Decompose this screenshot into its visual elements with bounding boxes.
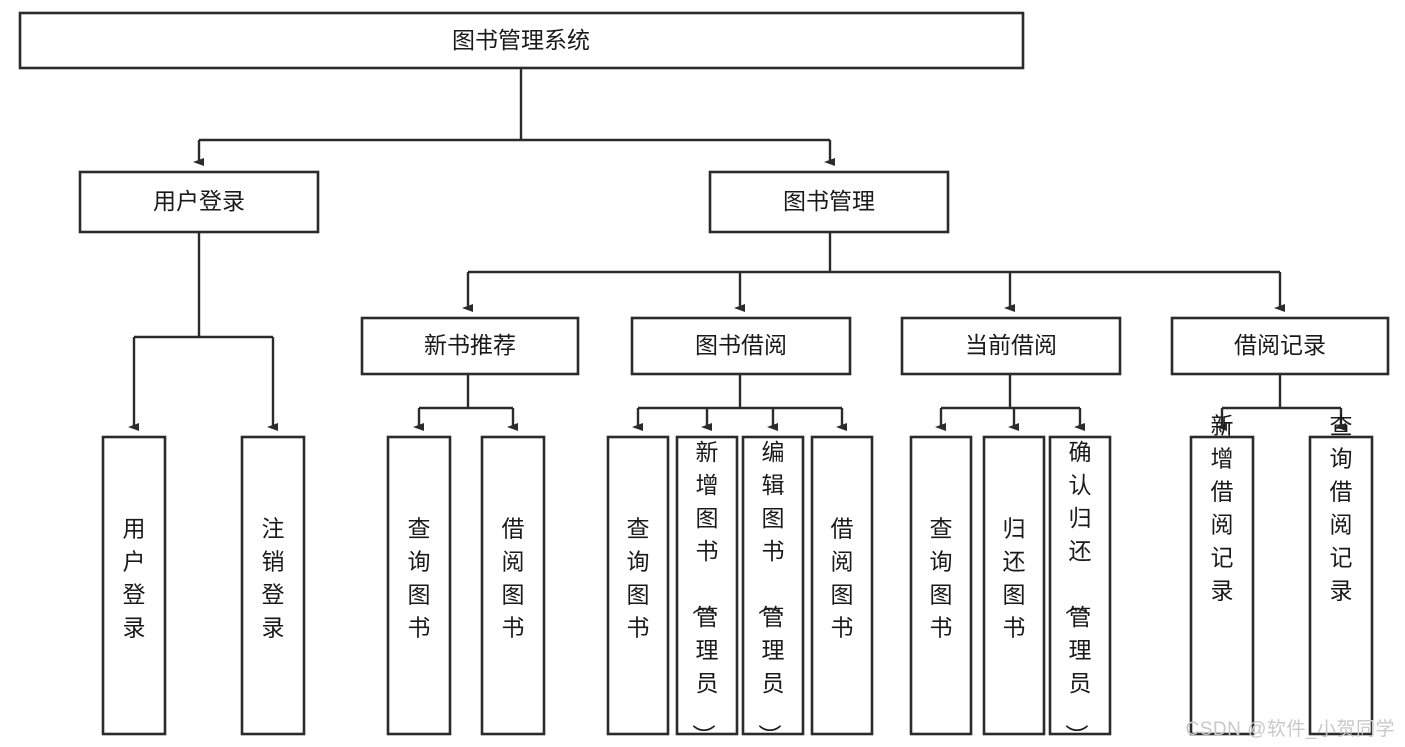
node-leaf-borrow-book-br[interactable]: 借阅图书 [810, 435, 874, 736]
node-leaf-confirm-return[interactable]: 确认归还（管理员） [1048, 435, 1112, 747]
node-leaf-logout-box[interactable] [240, 435, 306, 736]
node-leaf-user-login-label: 用户登录 [123, 516, 146, 641]
node-new-book-rec-box[interactable] [360, 316, 580, 376]
node-leaf-query-record-label: 查询借阅记录 [1330, 413, 1353, 604]
node-borrow-record[interactable]: 借阅记录 [1170, 316, 1390, 376]
node-leaf-user-login[interactable]: 用户登录 [101, 435, 167, 736]
node-book-manage-label: 图书管理 [783, 188, 875, 214]
node-root[interactable]: 图书管理系统 [18, 11, 1025, 70]
node-book-borrow-box[interactable] [630, 316, 852, 376]
node-borrow-record-label: 借阅记录 [1234, 332, 1326, 358]
connector-group [128, 68, 1346, 431]
node-leaf-query-book-br-box[interactable] [606, 435, 670, 736]
node-leaf-add-book-box[interactable] [675, 435, 739, 736]
node-leaf-return-book[interactable]: 归还图书 [982, 435, 1046, 736]
node-leaf-add-record[interactable]: 新增借阅记录 [1189, 413, 1255, 736]
node-leaf-borrow-book-rec[interactable]: 借阅图书 [480, 435, 546, 736]
node-leaf-return-book-label: 归还图书 [1003, 516, 1026, 641]
node-leaf-add-record-label: 新增借阅记录 [1211, 413, 1234, 604]
node-leaf-query-book-rec-box[interactable] [386, 435, 452, 736]
node-leaf-user-login-box[interactable] [101, 435, 167, 736]
node-user-login-label: 用户登录 [153, 188, 245, 214]
node-new-book-rec-label: 新书推荐 [424, 332, 516, 358]
node-leaf-borrow-book-rec-label: 借阅图书 [502, 516, 525, 641]
node-user-login[interactable]: 用户登录 [78, 170, 320, 234]
node-leaf-confirm-return-box[interactable] [1048, 435, 1112, 736]
node-borrow-record-box[interactable] [1170, 316, 1390, 376]
node-leaf-query-record[interactable]: 查询借阅记录 [1308, 413, 1374, 736]
node-leaf-query-book-cb-box[interactable] [909, 435, 973, 736]
node-book-manage-box[interactable] [708, 170, 950, 234]
node-leaf-logout[interactable]: 注销登录 [240, 435, 306, 736]
node-leaf-query-book-cb-label: 查询图书 [930, 516, 953, 641]
node-leaf-add-book[interactable]: 新增图书（管理员） [675, 435, 739, 747]
node-leaf-borrow-book-br-label: 借阅图书 [831, 516, 854, 641]
node-new-book-rec[interactable]: 新书推荐 [360, 316, 580, 376]
node-book-manage[interactable]: 图书管理 [708, 170, 950, 234]
node-leaf-borrow-book-rec-box[interactable] [480, 435, 546, 736]
node-leaf-add-book-label: 新增图书（管理员） [691, 439, 719, 747]
node-root-label: 图书管理系统 [452, 27, 590, 53]
node-leaf-borrow-book-br-box[interactable] [810, 435, 874, 736]
node-book-borrow-label: 图书借阅 [695, 332, 787, 358]
node-current-borrow[interactable]: 当前借阅 [900, 316, 1122, 376]
node-leaf-query-book-br[interactable]: 查询图书 [606, 435, 670, 736]
node-current-borrow-box[interactable] [900, 316, 1122, 376]
node-leaf-query-record-box[interactable] [1308, 435, 1374, 736]
node-leaf-query-book-rec[interactable]: 查询图书 [386, 435, 452, 736]
node-leaf-edit-book-box[interactable] [741, 435, 805, 736]
node-user-login-box[interactable] [78, 170, 320, 234]
node-leaf-query-book-rec-label: 查询图书 [408, 516, 431, 641]
node-root-box[interactable] [18, 11, 1025, 70]
node-leaf-logout-label: 注销登录 [262, 516, 285, 641]
node-leaf-add-record-box[interactable] [1189, 435, 1255, 736]
node-book-borrow[interactable]: 图书借阅 [630, 316, 852, 376]
node-leaf-query-book-br-label: 查询图书 [627, 516, 650, 641]
node-leaf-edit-book-label: 编辑图书（管理员） [757, 439, 785, 747]
node-leaf-edit-book[interactable]: 编辑图书（管理员） [741, 435, 805, 747]
node-leaf-return-book-box[interactable] [982, 435, 1046, 736]
node-leaf-query-book-cb[interactable]: 查询图书 [909, 435, 973, 736]
node-leaf-confirm-return-label: 确认归还（管理员） [1064, 439, 1092, 747]
node-current-borrow-label: 当前借阅 [965, 332, 1057, 358]
csdn-watermark: CSDN @软件_小贺同学 [1185, 719, 1395, 740]
